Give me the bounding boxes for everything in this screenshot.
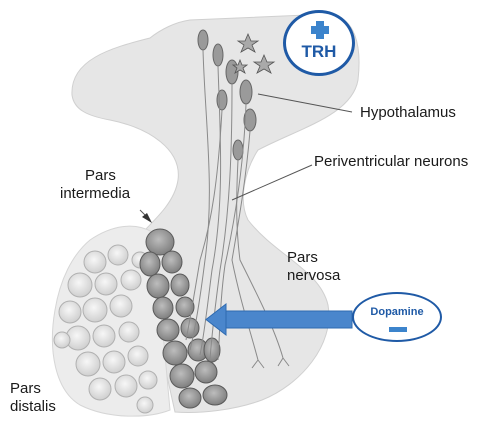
- dopamine-label: Dopamine: [354, 306, 440, 318]
- trh-label: TRH: [286, 42, 352, 62]
- intermedia-arrowhead: [142, 213, 152, 223]
- label-pars-nervosa-line2: nervosa: [287, 267, 367, 285]
- label-hypothalamus: Hypothalamus: [360, 104, 456, 122]
- label-pars-intermedia-line1: Pars: [60, 167, 160, 185]
- label-pars-nervosa: Pars nervosa: [287, 249, 367, 285]
- trh-badge: TRH: [283, 10, 355, 76]
- minus-icon: [389, 327, 407, 332]
- label-pars-intermedia-line2: intermedia: [60, 185, 160, 203]
- plus-icon: [311, 21, 329, 39]
- label-pars-nervosa-line1: Pars: [287, 249, 367, 267]
- label-pars-distalis-line2: distalis: [10, 398, 90, 416]
- label-pars-intermedia: Pars intermedia: [60, 167, 160, 203]
- label-periventricular-neurons: Periventricular neurons: [314, 153, 468, 171]
- label-pars-distalis: Pars distalis: [10, 380, 90, 416]
- label-pars-distalis-line1: Pars: [10, 380, 90, 398]
- dopamine-badge: Dopamine: [352, 292, 442, 342]
